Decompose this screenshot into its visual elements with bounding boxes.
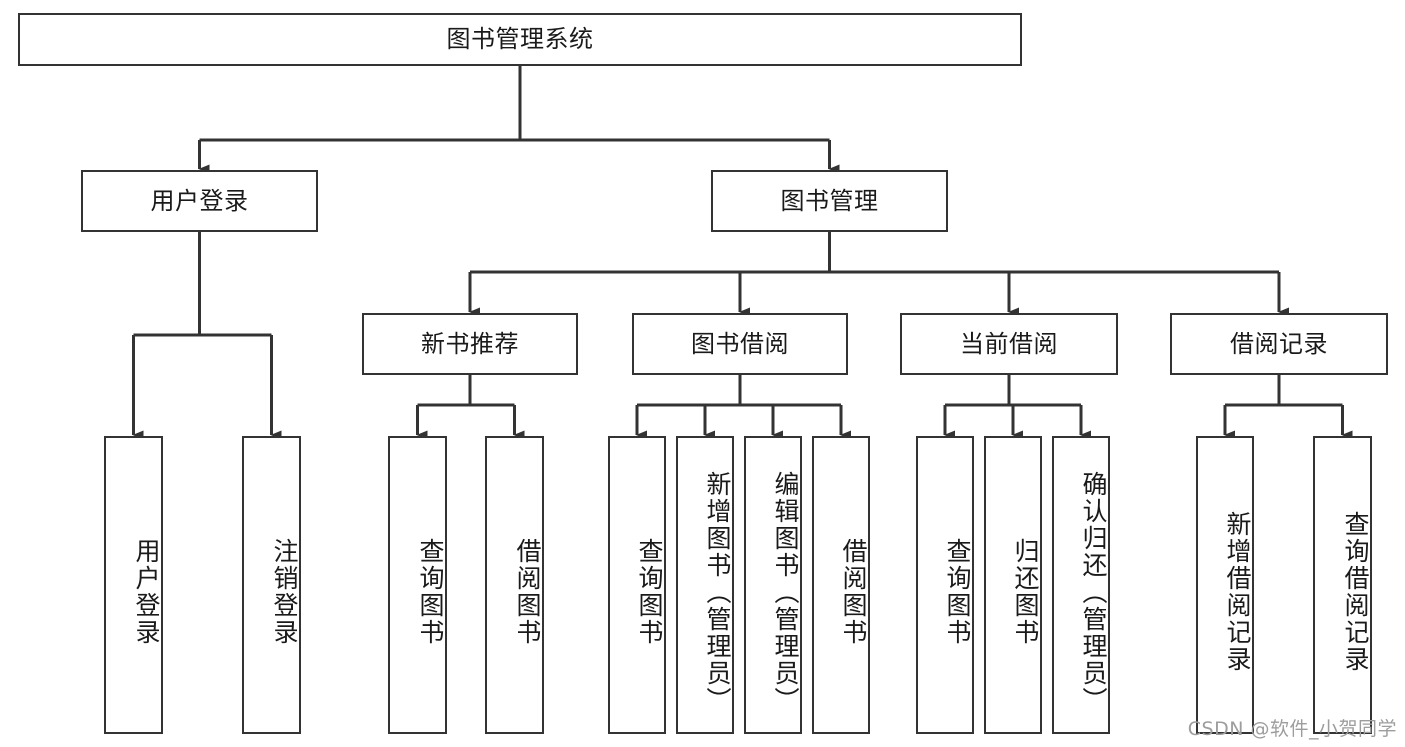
node-leaf-0[interactable]: 用户登录 — [104, 436, 163, 734]
node-label: 图书管理 — [780, 186, 879, 215]
node-label: 新增图书（管理员） — [703, 470, 732, 714]
node-label: 查询借阅记录 — [1341, 511, 1370, 673]
node-label: 用户登录 — [132, 538, 161, 646]
node-label: 确认归还（管理员） — [1079, 470, 1108, 714]
node-label: 查询图书 — [943, 538, 972, 646]
node-label: 查询图书 — [635, 538, 664, 646]
node-leaf-3[interactable]: 借阅图书 — [485, 436, 544, 734]
node-label: 借阅记录 — [1230, 329, 1328, 358]
node-leaf-6[interactable]: 编辑图书（管理员） — [744, 436, 802, 734]
node-label: 借阅图书 — [513, 538, 542, 646]
node-label: 查询图书 — [416, 538, 445, 646]
node-label: 归还图书 — [1011, 538, 1040, 646]
node-leaf-2[interactable]: 查询图书 — [388, 436, 447, 734]
node-label: 用户登录 — [150, 186, 249, 215]
node-leaf-12[interactable]: 查询借阅记录 — [1313, 436, 1372, 734]
node-leaf-5[interactable]: 新增图书（管理员） — [676, 436, 734, 734]
node-l2-1[interactable]: 图书管理 — [711, 170, 948, 232]
node-label: 当前借阅 — [960, 329, 1058, 358]
node-leaf-4[interactable]: 查询图书 — [608, 436, 666, 734]
node-leaf-11[interactable]: 新增借阅记录 — [1196, 436, 1254, 734]
node-label: 图书管理系统 — [446, 25, 594, 54]
node-label: 借阅图书 — [839, 538, 868, 646]
node-root[interactable]: 图书管理系统 — [18, 13, 1022, 66]
node-leaf-1[interactable]: 注销登录 — [242, 436, 301, 734]
node-l3-0[interactable]: 新书推荐 — [362, 313, 578, 375]
node-l3-1[interactable]: 图书借阅 — [632, 313, 848, 375]
node-l2-0[interactable]: 用户登录 — [81, 170, 318, 232]
node-label: 新增借阅记录 — [1223, 511, 1252, 673]
node-leaf-9[interactable]: 归还图书 — [984, 436, 1042, 734]
node-l3-2[interactable]: 当前借阅 — [900, 313, 1118, 375]
node-leaf-10[interactable]: 确认归还（管理员） — [1052, 436, 1110, 734]
node-label: 编辑图书（管理员） — [771, 470, 800, 714]
node-label: 新书推荐 — [421, 329, 519, 358]
node-leaf-7[interactable]: 借阅图书 — [812, 436, 870, 734]
node-l3-3[interactable]: 借阅记录 — [1170, 313, 1388, 375]
node-label: 图书借阅 — [691, 329, 789, 358]
node-label: 注销登录 — [270, 538, 299, 646]
csdn-watermark: CSDN @软件_小贺同学 — [1187, 718, 1397, 740]
node-leaf-8[interactable]: 查询图书 — [916, 436, 974, 734]
